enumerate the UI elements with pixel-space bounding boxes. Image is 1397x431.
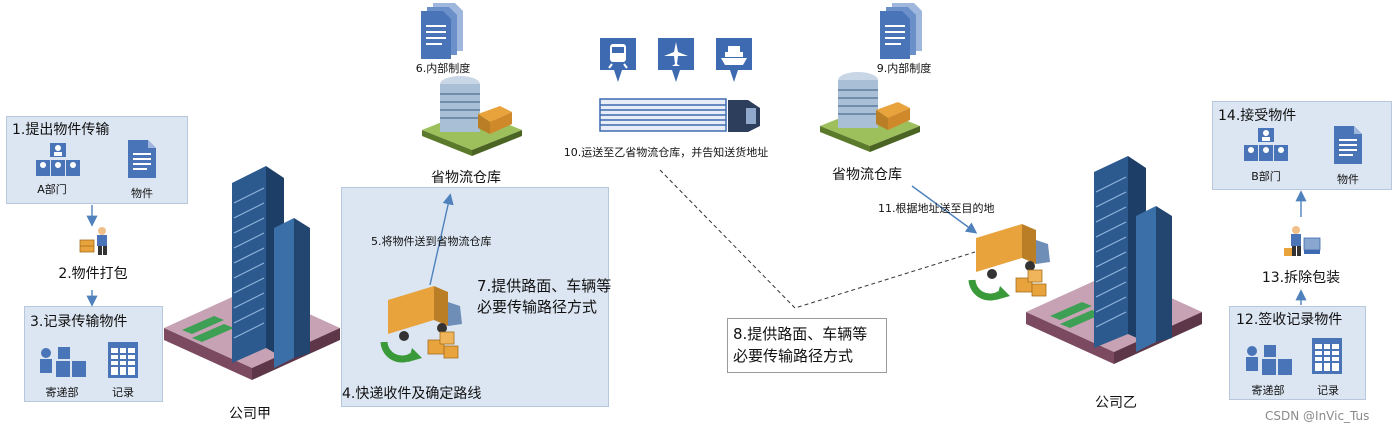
record-label-right: 记录	[1317, 384, 1339, 397]
courier-dept-icon	[38, 345, 86, 379]
step7-line2-label: 必要传输路径方式	[477, 298, 598, 316]
step6-label: 6.内部制度	[415, 62, 471, 75]
step11-label: 11.根据地址送至目的地	[878, 202, 995, 215]
org-chart-icon-right	[1244, 128, 1288, 162]
record-sheet-icon	[108, 342, 138, 378]
step3-label: 3.记录传输物件	[30, 314, 128, 330]
regulation-docs-icon-left	[421, 3, 465, 59]
courier-dept-icon-right	[1244, 343, 1292, 377]
item-label-left: 物件	[131, 187, 153, 200]
warehouse-2-building	[820, 66, 920, 156]
step10-label: 10.运送至乙省物流仓库，并告知送货地址	[563, 146, 769, 159]
courier-label-right: 寄递部	[1251, 384, 1285, 397]
company-a-label: 公司甲	[229, 406, 271, 422]
company-a-building	[164, 158, 340, 408]
step14-label: 14.接受物件	[1218, 108, 1297, 124]
document-icon-right	[1334, 126, 1362, 164]
delivery-truck-left-icon	[378, 280, 470, 366]
item-label-right: 物件	[1337, 173, 1359, 186]
arrow-warehouse2-to-truck	[911, 185, 978, 234]
warehouse-1-building	[422, 70, 522, 160]
unpacking-worker-icon	[1282, 224, 1322, 262]
warehouse-1-label: 省物流仓库	[431, 170, 501, 186]
step1-label: 1.提出物件传输	[12, 122, 110, 138]
step2-label: 2.物件打包	[58, 266, 128, 282]
watermark-text: CSDN @InVic_Tus	[1265, 409, 1370, 423]
company-b-building	[1026, 152, 1202, 392]
train-pin-icon	[600, 38, 636, 82]
step8-line1-label: 8.提供路面、车辆等	[733, 325, 868, 343]
ship-pin-icon	[716, 38, 752, 82]
document-icon	[128, 140, 156, 178]
dashed-route-line	[659, 169, 976, 309]
warehouse-2-label: 省物流仓库	[832, 167, 902, 183]
step5-label: 5.将物件送到省物流仓库	[371, 235, 492, 248]
step8-line2-label: 必要传输路径方式	[733, 347, 854, 365]
org-chart-icon	[36, 143, 80, 177]
transport-note-box	[727, 318, 887, 373]
step7-line1-label: 7.提供路面、车辆等	[477, 277, 612, 295]
dept-b-label: B部门	[1251, 170, 1281, 183]
step9-label: 9.内部制度	[876, 62, 932, 75]
company-b-label: 公司乙	[1095, 395, 1137, 411]
courier-label-left: 寄递部	[45, 386, 79, 399]
dept-a-label: A部门	[37, 183, 67, 196]
arrow-truck-to-warehouse1	[429, 193, 454, 286]
step4-label: 4.快递收件及确定路线	[342, 386, 482, 402]
freight-truck-icon	[599, 96, 764, 136]
delivery-truck-right-icon	[966, 218, 1058, 304]
step12-label: 12.签收记录物件	[1236, 312, 1343, 328]
regulation-docs-icon-right	[880, 3, 924, 59]
record-label-left: 记录	[112, 386, 134, 399]
courier-route-panel	[341, 187, 609, 407]
signoff-panel	[1229, 306, 1366, 400]
step13-label: 13.拆除包装	[1261, 270, 1341, 286]
airplane-pin-icon	[658, 38, 694, 82]
packing-worker-icon	[78, 226, 112, 256]
record-sheet-icon-right	[1312, 338, 1342, 374]
accept-panel	[1212, 101, 1392, 190]
